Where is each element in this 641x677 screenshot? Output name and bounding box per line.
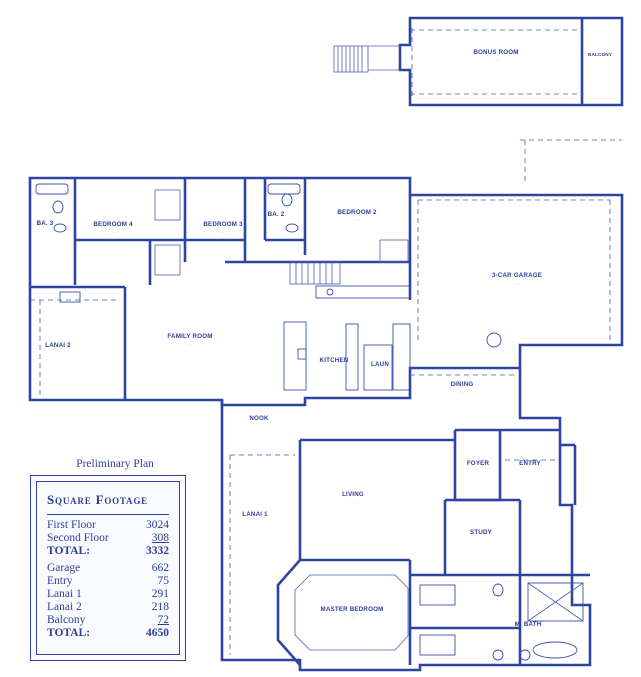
svg-text:∙ ∙ ∙: ∙ ∙ ∙ <box>221 230 226 234</box>
row-garage: Garage 662 <box>47 562 169 574</box>
row-lanai2: Lanai 2 218 <box>47 601 169 613</box>
label-living: LIVING <box>342 491 364 498</box>
label-ba2: BA. 2 <box>268 211 285 218</box>
room-labels: BONUS ROOM ∙ ∙ ∙ BALCONY BA. 3 BEDROOM 4… <box>37 49 612 628</box>
label-study: STUDY <box>470 529 493 536</box>
square-footage-inner-border: Square Footage First Floor 3024 Second F… <box>36 481 180 655</box>
label-nook: NOOK <box>249 415 269 422</box>
row-total-living: TOTAL: 3332 <box>47 545 169 557</box>
svg-text:∙ ∙ ∙: ∙ ∙ ∙ <box>494 58 499 62</box>
row-first-floor: First Floor 3024 <box>47 519 169 531</box>
row-entry: Entry 75 <box>47 575 169 587</box>
label-m-bath: M. BATH <box>515 621 542 628</box>
label-family-room: FAMILY ROOM <box>167 333 212 340</box>
row-second-floor: Second Floor 308 <box>47 532 169 544</box>
label-foyer: FOYER <box>467 460 490 467</box>
row-balcony: Balcony 72 <box>47 614 169 626</box>
label-kitchen: KITCHEN <box>320 357 349 364</box>
svg-text:∙ ∙ ∙: ∙ ∙ ∙ <box>355 218 360 222</box>
svg-text:∙ ∙ ∙: ∙ ∙ ∙ <box>350 615 355 619</box>
first-floor-walls <box>28 176 624 407</box>
label-entry: ENTRY <box>519 460 541 467</box>
label-bedroom4: BEDROOM 4 <box>93 221 133 228</box>
svg-text:∙ ∙ ∙: ∙ ∙ ∙ <box>515 281 520 285</box>
svg-text:∙ ∙ ∙: ∙ ∙ ∙ <box>111 230 116 234</box>
row-total-all: TOTAL: 4650 <box>47 627 169 639</box>
svg-text:∙ ∙ ∙: ∙ ∙ ∙ <box>188 342 193 346</box>
label-balcony: BALCONY <box>588 52 612 57</box>
label-garage: 3-CAR GARAGE <box>492 272 542 279</box>
label-dining: DINING <box>451 381 474 388</box>
title-rule <box>47 514 169 515</box>
square-footage-title: Square Footage <box>47 492 148 507</box>
label-bonus-room: BONUS ROOM <box>473 49 518 56</box>
lower-walls <box>220 368 592 672</box>
svg-text:∙ ∙ ∙: ∙ ∙ ∙ <box>351 500 356 504</box>
svg-text:∙ ∙ ∙: ∙ ∙ ∙ <box>460 390 465 394</box>
label-bedroom2: BEDROOM 2 <box>337 209 377 216</box>
label-bedroom3: BEDROOM 3 <box>203 221 243 228</box>
label-laun: LAUN <box>371 361 389 368</box>
label-lanai2: LANAI 2 <box>45 342 71 349</box>
label-lanai1: LANAI 1 <box>242 511 268 518</box>
label-ba3: BA. 3 <box>37 220 54 227</box>
second-floor <box>333 16 624 185</box>
preliminary-plan-caption: Preliminary Plan <box>76 458 154 470</box>
label-master-bedroom: MASTER BEDROOM <box>321 606 384 613</box>
square-footage-panel: Square Footage First Floor 3024 Second F… <box>30 475 186 661</box>
row-lanai1: Lanai 1 291 <box>47 588 169 600</box>
